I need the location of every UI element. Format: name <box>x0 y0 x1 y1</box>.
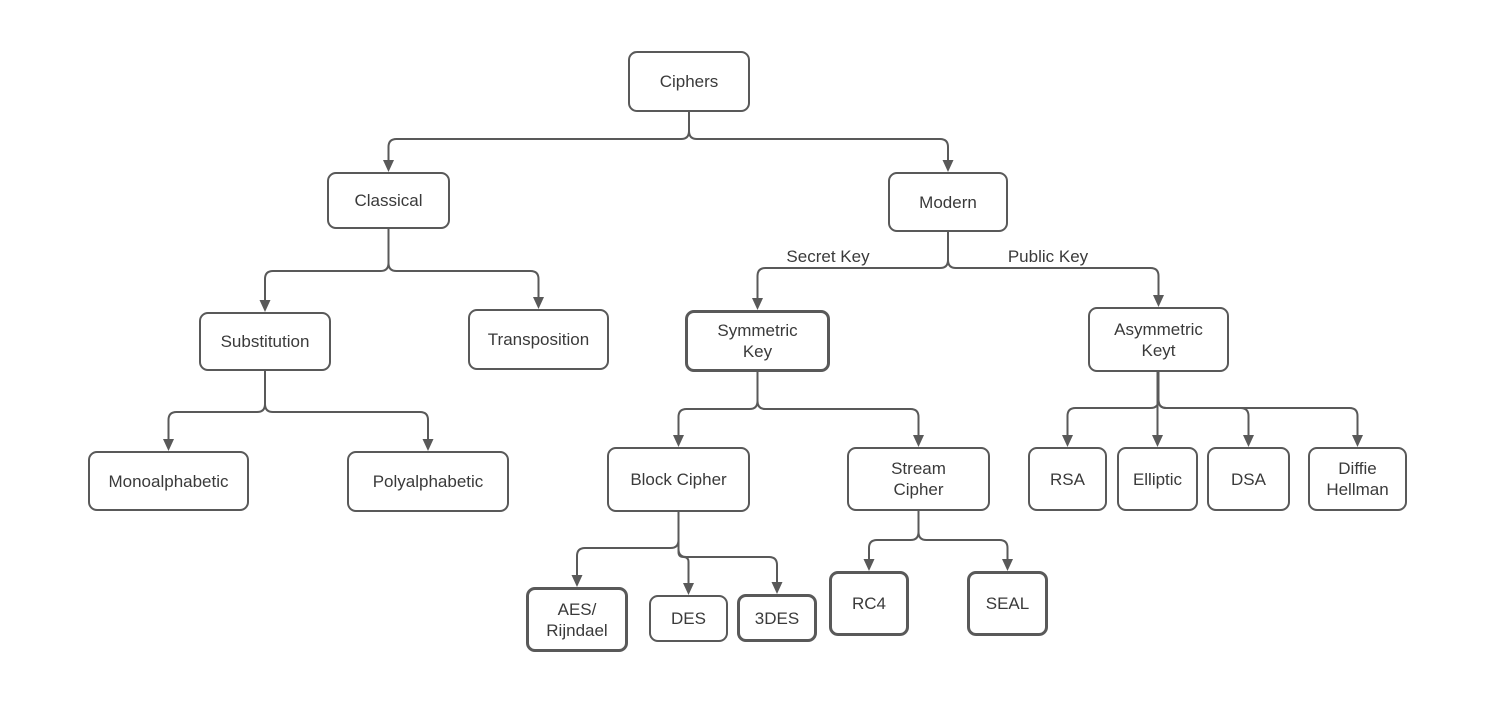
node-substitution: Substitution <box>199 312 331 371</box>
arrowhead-icon <box>863 559 875 571</box>
node-des: DES <box>649 595 728 642</box>
edge-classical-to-substitution <box>264 229 390 301</box>
node-classical: Classical <box>327 172 450 229</box>
node-aes-rijndael: AES/ Rijndael <box>526 587 628 652</box>
edge-modern-to-asymmetric-key <box>947 232 1160 296</box>
node-ciphers: Ciphers <box>628 51 750 112</box>
node-polyalphabetic: Polyalphabetic <box>347 451 509 512</box>
node-block-cipher: Block Cipher <box>607 447 750 512</box>
edge-ciphers-to-classical <box>387 112 690 161</box>
edge-stream-cipher-to-rc4 <box>868 511 920 560</box>
arrowhead-icon <box>533 297 544 309</box>
edge-substitution-to-polyalphabetic <box>264 371 429 440</box>
edge-ciphers-to-modern <box>688 112 949 161</box>
node-seal: SEAL <box>967 571 1048 636</box>
node-diffie-hellman: Diffie Hellman <box>1308 447 1407 511</box>
node-stream-cipher: Stream Cipher <box>847 447 990 511</box>
edge-asymmetric-key-to-dsa <box>1157 372 1250 436</box>
edge-block-cipher-to-des <box>677 512 690 584</box>
node-asymmetric-key: Asymmetric Keyt <box>1088 307 1229 372</box>
node-transposition: Transposition <box>468 309 609 370</box>
node-rc4: RC4 <box>829 571 909 636</box>
edge-stream-cipher-to-seal <box>917 511 1009 560</box>
edge-label-public-key: Public Key <box>1005 247 1091 267</box>
node-3des: 3DES <box>737 594 817 642</box>
node-rsa: RSA <box>1028 447 1107 511</box>
edge-block-cipher-to-3des <box>677 512 778 583</box>
node-elliptic: Elliptic <box>1117 447 1198 511</box>
edge-classical-to-transposition <box>387 229 540 298</box>
arrowhead-icon <box>383 160 394 172</box>
arrowhead-icon <box>1002 559 1013 571</box>
edge-asymmetric-key-to-rsa <box>1066 372 1160 436</box>
edge-symmetric-key-to-stream-cipher <box>756 372 920 436</box>
node-dsa: DSA <box>1207 447 1290 511</box>
arrowhead-icon <box>752 298 763 310</box>
node-modern: Modern <box>888 172 1008 232</box>
arrowhead-icon <box>259 300 271 312</box>
arrowhead-icon <box>673 435 684 447</box>
arrowhead-icon <box>1152 435 1163 447</box>
arrowhead-icon <box>1352 435 1363 447</box>
edge-symmetric-key-to-block-cipher <box>677 372 759 436</box>
edge-substitution-to-monoalphabetic <box>167 371 266 440</box>
arrowhead-icon <box>422 439 434 451</box>
edge-block-cipher-to-aes-rijndael <box>576 512 680 576</box>
arrowhead-icon <box>771 582 783 594</box>
arrowhead-icon <box>1062 435 1073 447</box>
node-symmetric-key: Symmetric Key <box>685 310 830 372</box>
arrowhead-icon <box>1153 295 1164 307</box>
arrowhead-icon <box>942 160 954 172</box>
arrowhead-icon <box>571 575 583 587</box>
node-monoalphabetic: Monoalphabetic <box>88 451 249 511</box>
arrowhead-icon <box>163 439 174 451</box>
edge-asymmetric-key-to-diffie-hellman <box>1157 372 1359 436</box>
arrowhead-icon <box>1243 435 1254 447</box>
arrowhead-icon <box>913 435 924 447</box>
arrowhead-icon <box>683 583 694 595</box>
edge-label-secret-key: Secret Key <box>784 247 872 267</box>
